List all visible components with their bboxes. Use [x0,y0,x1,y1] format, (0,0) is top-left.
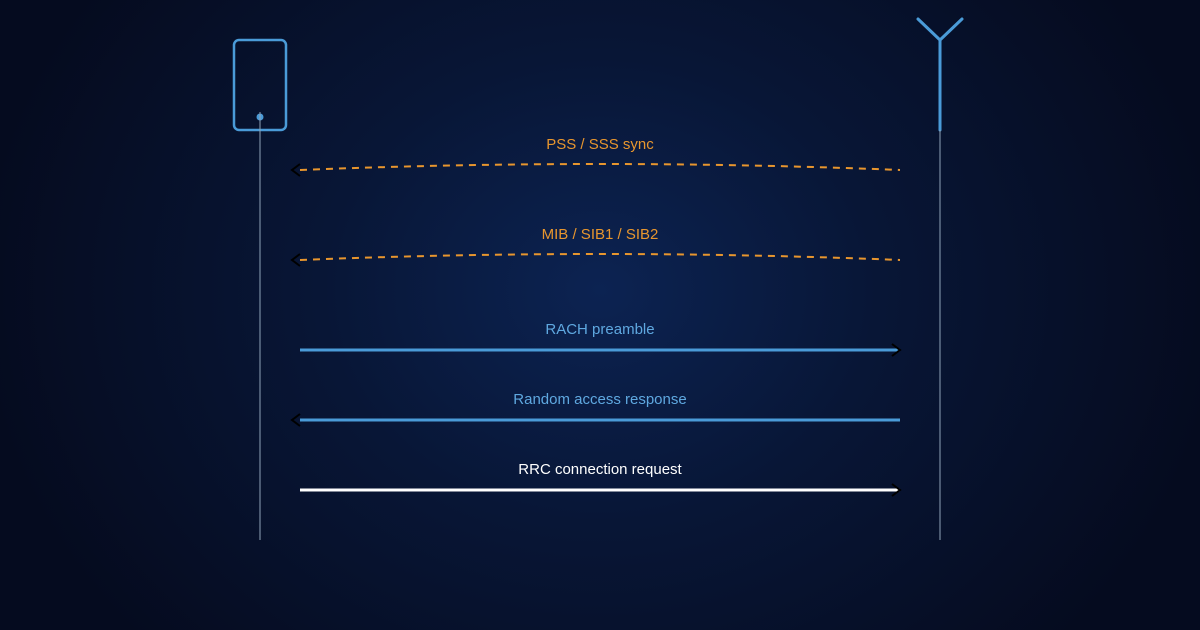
arrowhead [891,343,902,357]
antenna-icon [916,17,964,132]
message-label: MIB / SIB1 / SIB2 [542,226,659,243]
message-rach-preamble: RACH preamble [300,321,902,357]
message-label: RACH preamble [545,321,654,338]
message-label: RRC connection request [518,461,682,478]
message-label: PSS / SSS sync [546,136,654,153]
message-line [299,163,901,171]
arrowhead [290,163,301,177]
arrowhead [891,483,902,497]
message-mib-sib: MIB / SIB1 / SIB2 [290,226,901,267]
arrowhead [290,253,301,267]
message-rrc-connection-request: RRC connection request [300,461,902,497]
message-label: Random access response [513,391,686,408]
arrowhead [290,413,301,427]
message-pss-sss: PSS / SSS sync [290,136,901,177]
message-random-access-response: Random access response [290,391,900,427]
message-line [299,253,901,261]
